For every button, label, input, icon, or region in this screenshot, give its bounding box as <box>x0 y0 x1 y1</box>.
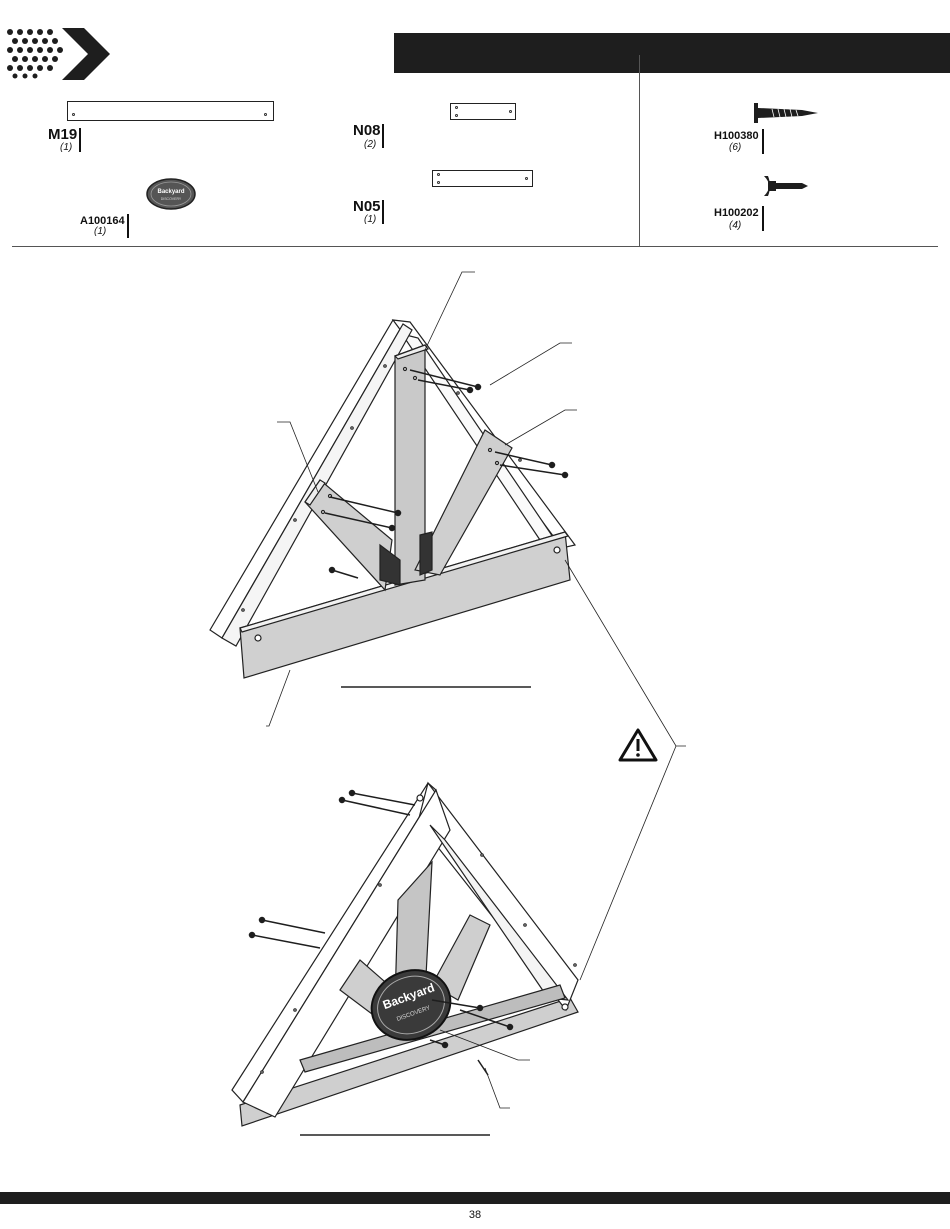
footer-bar <box>0 1192 950 1204</box>
part-m19-code: M19 <box>48 127 77 142</box>
part-m19-qty: (1) <box>60 142 72 153</box>
part-m19-board <box>67 101 274 121</box>
header-bar <box>394 33 950 73</box>
warning-triangle-icon <box>620 730 656 760</box>
section-divider-vertical <box>639 55 640 247</box>
part-a100164-tick <box>127 214 129 238</box>
wood-screw-icon <box>750 102 820 124</box>
part-n08-tick <box>382 124 384 148</box>
logo-plaque-brand: Backyard <box>157 189 184 195</box>
upper-left-brace <box>305 480 392 590</box>
dotted-chevron-icon <box>0 24 115 84</box>
part-h100380-qty: (6) <box>729 142 741 153</box>
logo-plaque-image: Backyard DISCOVERY <box>145 177 197 211</box>
part-h100202-qty: (4) <box>729 220 741 231</box>
part-h100202-tick <box>762 206 764 231</box>
part-h100380-code: H100380 <box>714 130 759 142</box>
part-n05-board <box>432 170 533 187</box>
part-a100164-qty: (1) <box>94 226 106 237</box>
logo-plaque-sub: DISCOVERY <box>161 197 182 201</box>
part-m19-tick <box>79 128 81 152</box>
carriage-bolt-icon <box>762 173 810 199</box>
part-h100380-tick <box>762 129 764 154</box>
part-n05-tick <box>382 200 384 224</box>
part-n08-code: N08 <box>353 123 381 138</box>
part-n05-code: N05 <box>353 199 381 214</box>
part-n05-qty: (1) <box>364 214 376 225</box>
assembly-diagram: Backyard DISCOVERY <box>0 250 950 1180</box>
page-number: 38 <box>0 1209 950 1221</box>
part-n08-qty: (2) <box>364 139 376 150</box>
part-n08-board <box>450 103 516 120</box>
section-divider-horizontal <box>12 246 938 247</box>
part-h100202-code: H100202 <box>714 207 759 219</box>
